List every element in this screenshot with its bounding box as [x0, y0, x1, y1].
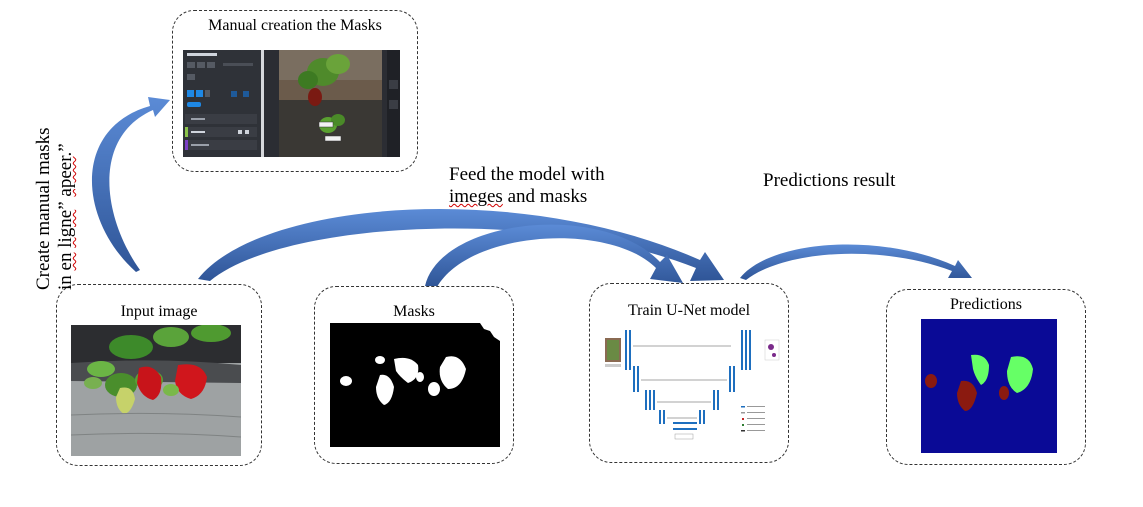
- create-masks-line2: in en ligne” apeer.”: [55, 127, 77, 290]
- unet-architecture-image: [601, 322, 781, 444]
- masks-title: Masks: [393, 303, 435, 320]
- predictions-title: Predictions: [950, 296, 1022, 313]
- manual-creation-title: Manual creation the Masks: [208, 17, 382, 34]
- arrow-masks-to-train: [425, 224, 683, 287]
- unet-diagram-graphic: [605, 330, 780, 440]
- annotation-tool-graphic: [183, 50, 400, 157]
- feed-model-label: Feed the model with imeges and masks: [449, 164, 605, 208]
- prediction-graphic: [921, 319, 1057, 453]
- create-masks-space: [55, 248, 76, 253]
- feed-model-word-imeges: imeges: [449, 186, 503, 207]
- strawberry-input-image: [71, 325, 241, 456]
- input-image-title: Input image: [120, 303, 198, 320]
- create-masks-word-apeer: apeer: [55, 156, 76, 197]
- train-unet-title: Train U-Net model: [627, 302, 751, 319]
- create-masks-word-en: en: [55, 252, 76, 271]
- create-masks-end: .”: [55, 143, 76, 157]
- mask-image: [330, 323, 500, 447]
- feed-model-line1: Feed the model with: [449, 164, 605, 185]
- create-masks-line1: Create manual masks: [33, 127, 54, 290]
- arrow-input-to-train: [198, 208, 724, 281]
- feed-model-line2: imeges and masks: [449, 186, 605, 208]
- strawberry-photo-graphic: [71, 325, 241, 456]
- create-masks-quote: ”: [55, 196, 76, 210]
- arrow-input-to-manual: [91, 97, 170, 272]
- prediction-image: [921, 319, 1057, 453]
- annotation-tool-screenshot: [183, 50, 400, 157]
- create-masks-label: Create manual masks in en ligne” apeer.”: [33, 127, 77, 290]
- feed-model-rest: and masks: [502, 186, 588, 207]
- predictions-result-label: Predictions result: [763, 170, 896, 191]
- mask-graphic: [330, 323, 500, 447]
- create-masks-prefix: in: [55, 270, 76, 290]
- create-masks-word-ligne: ligne: [55, 209, 76, 248]
- arrow-train-to-predictions: [740, 244, 972, 280]
